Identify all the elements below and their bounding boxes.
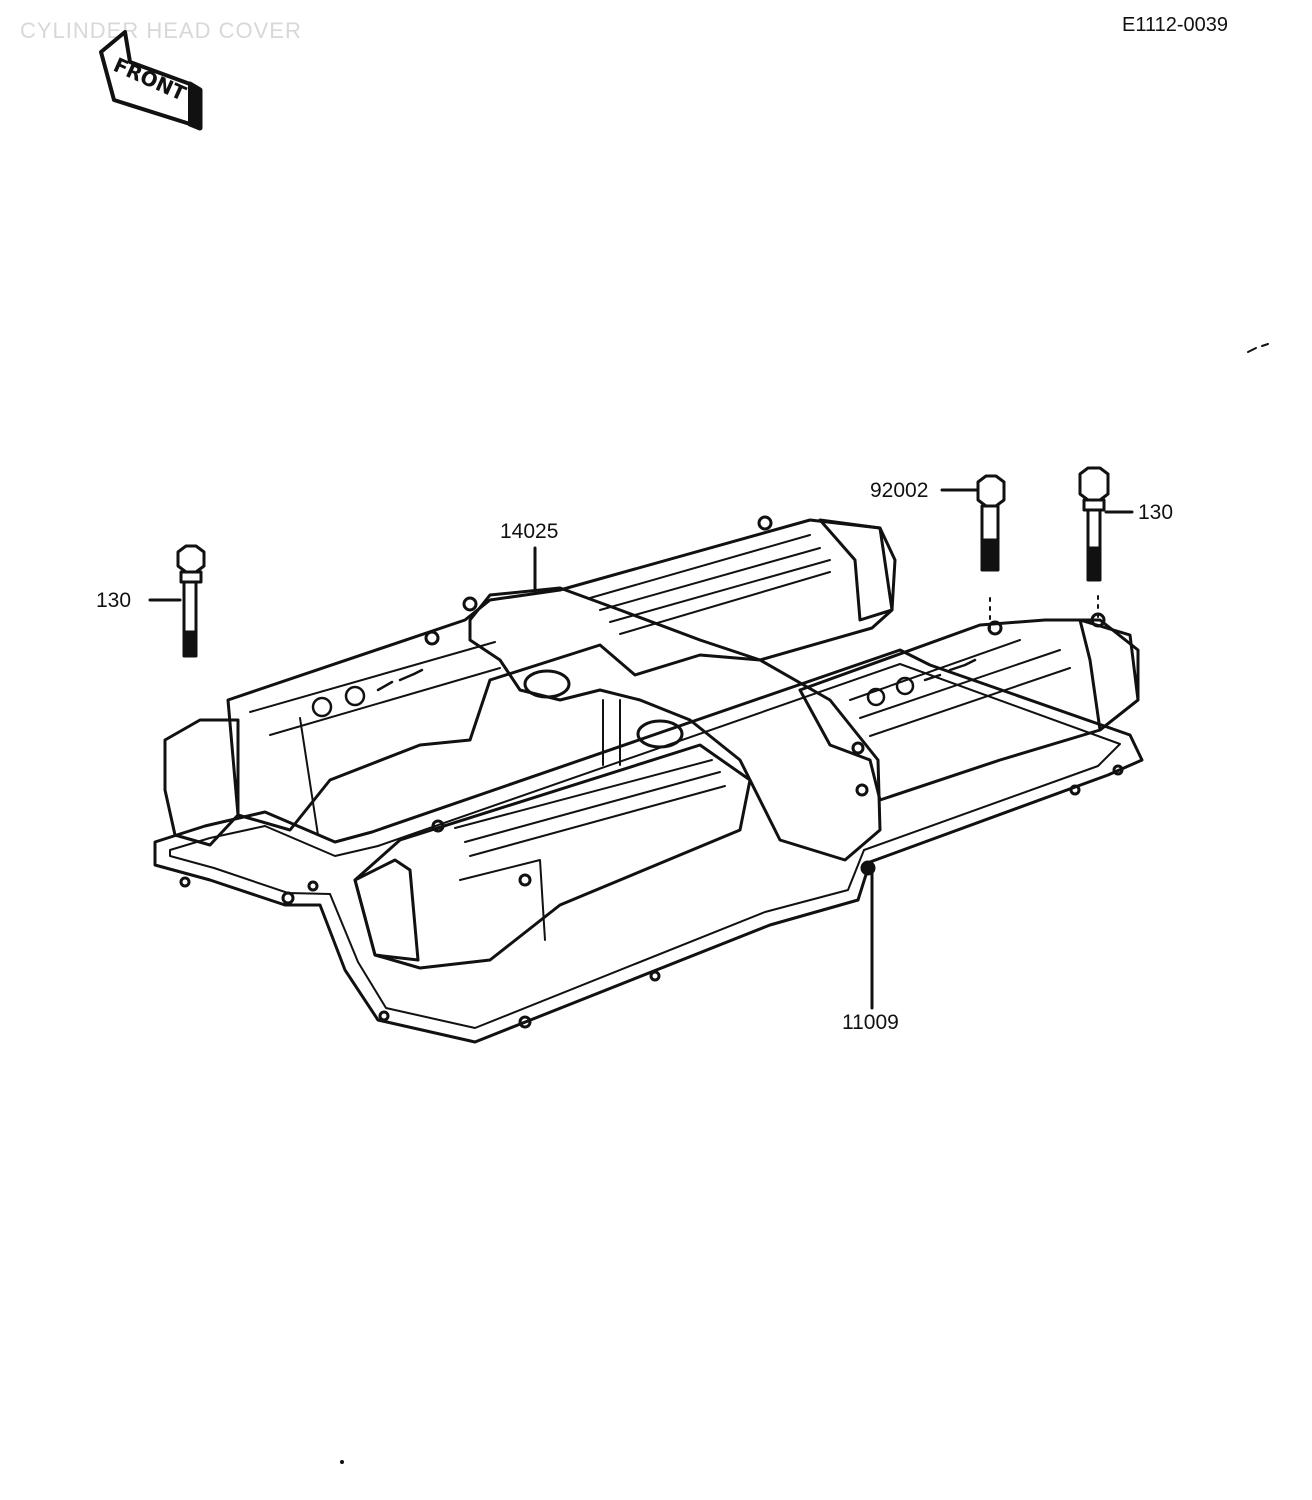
gasket-outline [153, 648, 1144, 1044]
stray-mark [1247, 343, 1269, 353]
callout-bolt-right: 130 [1138, 501, 1174, 524]
drawing-code: E1112-0039 [1122, 14, 1229, 36]
stray-dot [340, 1460, 344, 1464]
callout-cover: 14025 [500, 520, 559, 543]
front-arrow-icon: FRONT [99, 30, 203, 131]
cylinder-head-cover [163, 515, 1140, 970]
callout-bolt-left: 130 [96, 589, 132, 612]
callout-gasket: 11009 [842, 1011, 899, 1034]
callout-plug: 92002 [870, 479, 929, 502]
faint-title: CYLINDER HEAD COVER [20, 18, 302, 43]
bolt-left [176, 544, 206, 658]
plug-bolt [976, 474, 1006, 631]
bolt-right [1078, 466, 1110, 623]
